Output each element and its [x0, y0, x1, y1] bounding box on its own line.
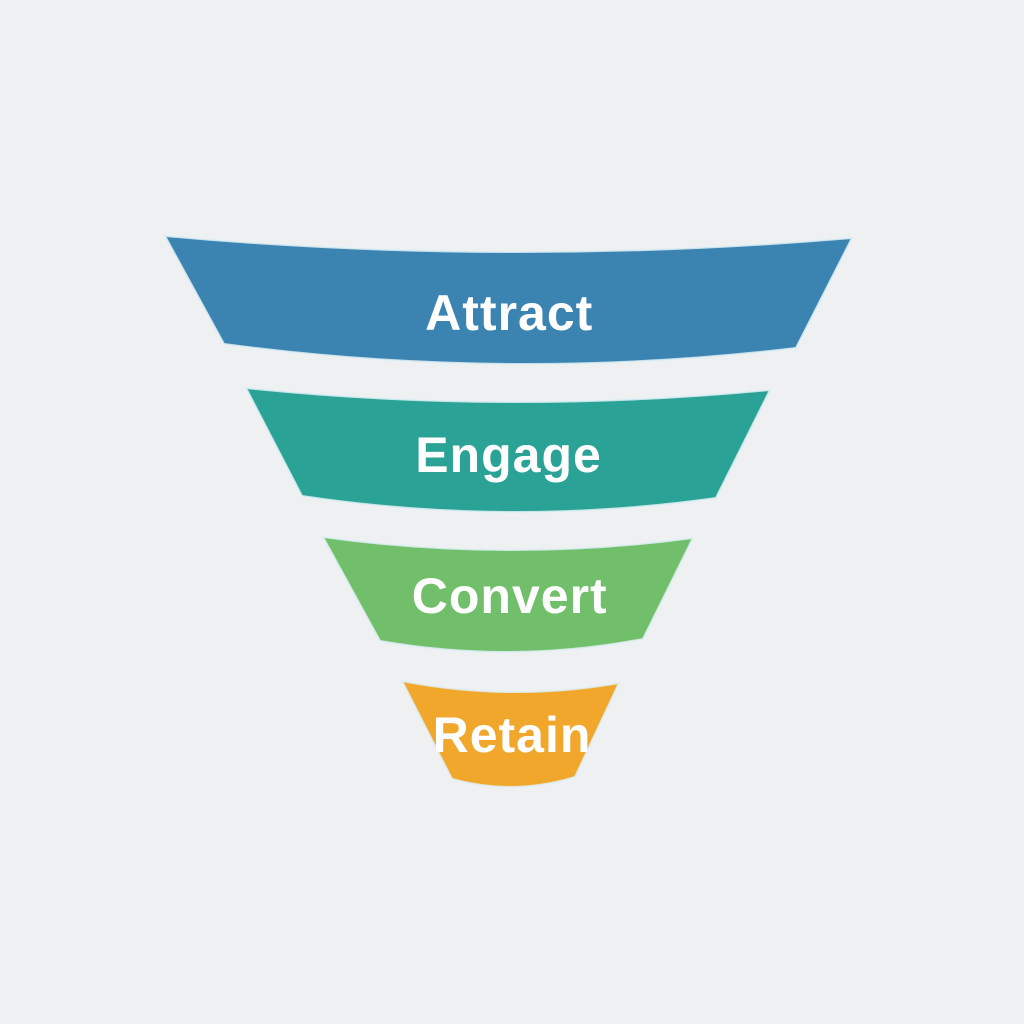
funnel-stage-label-engage: Engage [415, 427, 602, 483]
funnel-stage-label-convert: Convert [412, 568, 608, 624]
funnel-stage-convert [321, 535, 695, 654]
funnel-stage-retain [400, 679, 621, 788]
funnel-stage-attract [163, 234, 854, 366]
funnel-stage-engage [244, 386, 772, 514]
funnel-stage-label-retain: Retain [433, 707, 592, 763]
funnel-stage-label-attract: Attract [425, 285, 593, 341]
